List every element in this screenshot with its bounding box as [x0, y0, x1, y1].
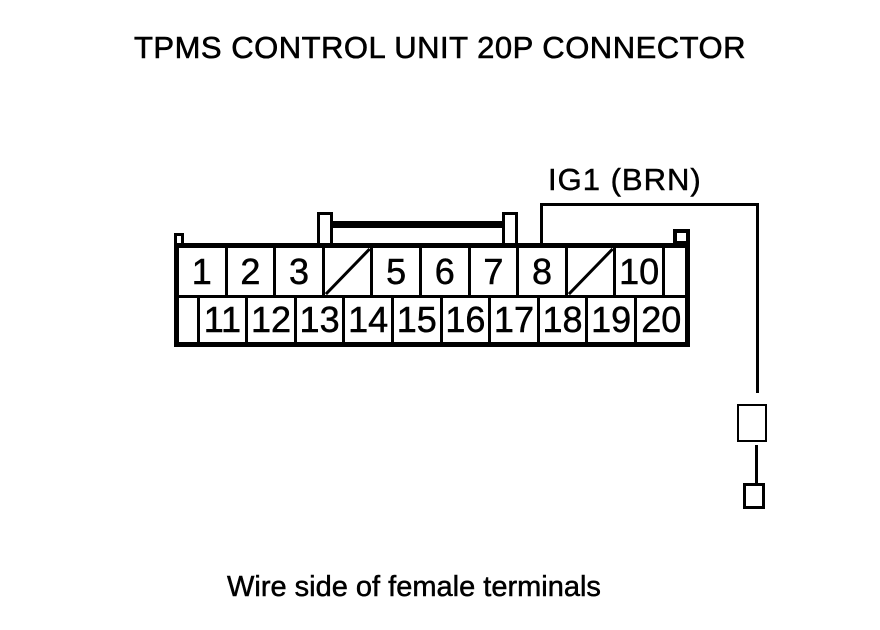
- diagonal-blocked-icon: [325, 248, 371, 295]
- pin-cavity-6: 6: [422, 248, 471, 295]
- pin-cavity-5: 5: [373, 248, 422, 295]
- inline-connector-symbol-lower: [743, 483, 765, 509]
- wire-segment-vertical-drop: [756, 203, 759, 393]
- wire-segment-horizontal: [540, 203, 759, 206]
- inline-connector-symbol-upper: [737, 404, 767, 442]
- pin-cavity-7: 7: [471, 248, 520, 295]
- blocked-cavity: [325, 248, 374, 295]
- pin-cavity-15: 15: [394, 298, 443, 342]
- connector-latch-post-left: [317, 212, 333, 246]
- pin-cavity-8: 8: [519, 248, 568, 295]
- pin-cavity-2: 2: [228, 248, 277, 295]
- pin-cavity-1: 1: [179, 248, 228, 295]
- blocked-cavity: [568, 248, 617, 295]
- connector-index-notch-left: [174, 233, 184, 246]
- diagonal-blocked-icon: [568, 248, 614, 295]
- pin-cavity-11: 11: [200, 298, 249, 342]
- pin-cavity-10: 10: [616, 248, 665, 295]
- wire-circuit-label: IG1 (BRN): [548, 162, 702, 198]
- empty-cavity: [179, 298, 200, 342]
- view-caption: Wire side of female terminals: [227, 571, 601, 604]
- pin-cavity-19: 19: [588, 298, 637, 342]
- wire-segment-pin8-riser: [540, 204, 543, 245]
- connector-index-notch-right: [673, 229, 690, 245]
- empty-cavity: [665, 248, 686, 295]
- pin-cavity-13: 13: [297, 298, 346, 342]
- pin-cavity-16: 16: [443, 298, 492, 342]
- diagram-title: TPMS CONTROL UNIT 20P CONNECTOR: [133, 30, 747, 66]
- pin-cavity-18: 18: [540, 298, 589, 342]
- connector-latch-post-right: [502, 212, 518, 246]
- pin-cavity-3: 3: [276, 248, 325, 295]
- pin-cavity-14: 14: [345, 298, 394, 342]
- connector-latch-bar: [330, 221, 507, 228]
- pin-cavity-17: 17: [491, 298, 540, 342]
- pin-cavity-20: 20: [641, 299, 682, 341]
- wire-segment-between-connectors: [755, 445, 758, 486]
- pin-cavity-12: 12: [248, 298, 297, 342]
